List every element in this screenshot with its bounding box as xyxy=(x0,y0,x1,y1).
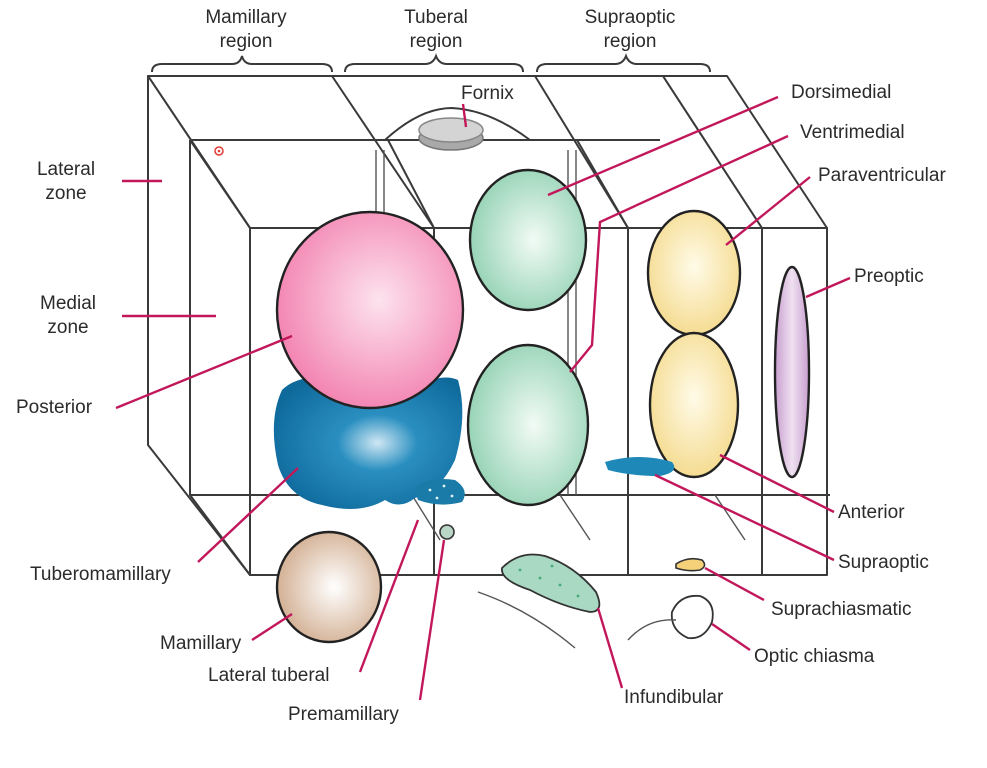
lateral-tuberal-label: Lateral tuberal xyxy=(208,665,330,686)
supraoptic-region-text: Supraoptic region xyxy=(584,7,676,52)
lateral-zone-label: Lateral zone xyxy=(37,158,95,206)
tuberal-bracket xyxy=(344,53,524,73)
hypothalamus-block xyxy=(147,75,830,576)
mamillary-region-text: Mamillary region xyxy=(205,7,287,52)
anterior-label: Anterior xyxy=(838,502,905,523)
anterior-nucleus xyxy=(648,331,740,479)
medial-zone-text: Medial zone xyxy=(40,293,96,338)
dorsimedial-label: Dorsimedial xyxy=(791,82,892,103)
posterior-leader xyxy=(115,334,293,410)
supraoptic-leader xyxy=(654,473,835,562)
dot xyxy=(518,568,522,572)
infundibular-label: Infundibular xyxy=(624,687,724,708)
floor-diag-lines xyxy=(411,494,746,541)
fornix-top xyxy=(418,117,484,143)
supraoptic-label: Supraoptic xyxy=(838,552,929,573)
supraoptic-nucleus xyxy=(605,457,675,476)
supraoptic-bracket xyxy=(536,53,711,73)
ventrimedial-leader xyxy=(569,134,789,373)
suprachiasmatic-nucleus xyxy=(675,557,706,572)
mamillary-body xyxy=(275,530,383,644)
premamillary-leader xyxy=(418,539,446,701)
dot xyxy=(576,594,580,598)
tuberomamillary-leader xyxy=(197,467,299,563)
posterior-nucleus xyxy=(275,210,465,410)
dot xyxy=(538,576,542,580)
posterior-label: Posterior xyxy=(16,397,93,418)
dot xyxy=(558,583,562,587)
marker-dot xyxy=(214,146,224,156)
lateral-tuberal-leader xyxy=(358,519,420,673)
ventrimedial-nucleus xyxy=(466,343,590,507)
leader-lines xyxy=(115,95,851,701)
dorsimedial-leader xyxy=(547,95,779,197)
dot xyxy=(428,488,432,492)
inner-diag-2 xyxy=(387,139,435,229)
supraoptic-region-label: Supraoptic region xyxy=(585,6,676,54)
top-face xyxy=(147,75,763,229)
optic-chiasma-leader xyxy=(711,623,751,651)
dorsimedial-nucleus xyxy=(468,168,588,312)
mamillary-bracket xyxy=(151,55,333,73)
tuberal-region-label: Tuberal region xyxy=(404,6,468,54)
tuberal-region-text: Tuberal region xyxy=(404,7,468,52)
preoptic-leader xyxy=(805,276,851,299)
lateral-tuberal-nucleus xyxy=(414,479,465,505)
suprachiasmatic-label: Suprachiasmatic xyxy=(771,599,912,620)
paraventricular-label: Paraventricular xyxy=(818,165,946,186)
mamillary-region-label: Mamillary region xyxy=(205,6,286,54)
paraventricular-leader xyxy=(725,176,811,246)
lateral-zone-text: Lateral zone xyxy=(36,159,96,204)
preoptic-nucleus xyxy=(773,265,811,479)
mamillary-label: Mamillary xyxy=(160,633,242,654)
right-top-face xyxy=(662,75,828,229)
optic-chiasma-label: Optic chiasma xyxy=(754,646,875,667)
dot xyxy=(442,484,446,488)
tuberomamillary-nucleus xyxy=(273,376,463,509)
dot xyxy=(450,494,454,498)
mamillary-leader xyxy=(251,612,293,642)
dot xyxy=(435,496,439,500)
top-partition-1 xyxy=(331,75,435,229)
nuclei xyxy=(214,146,811,649)
inner-diag xyxy=(189,139,251,229)
medial-zone-label: Medial zone xyxy=(40,292,96,340)
tuberomamillary-label: Tuberomamillary xyxy=(30,564,171,585)
preoptic-label: Preoptic xyxy=(854,266,924,287)
anterior-leader xyxy=(719,453,835,514)
optic-nerve-line xyxy=(627,619,677,641)
premamillary-label: Premamillary xyxy=(288,704,399,725)
fornix-leader xyxy=(461,103,468,128)
premamillary-nucleus xyxy=(439,524,455,540)
fornix-bulge xyxy=(384,106,531,141)
infundibular-leader xyxy=(596,607,624,689)
marker-center xyxy=(217,149,221,153)
fornix xyxy=(384,106,531,151)
fornix-label: Fornix xyxy=(461,83,514,104)
paraventricular-nucleus xyxy=(646,209,742,337)
infundibular-stalk-line xyxy=(477,591,576,649)
optic-chiasma xyxy=(670,594,714,640)
infundibular-nucleus xyxy=(501,553,601,613)
region-brackets xyxy=(151,53,711,73)
dot xyxy=(550,564,554,568)
ventrimedial-label: Ventrimedial xyxy=(800,122,905,143)
suprachiasmatic-leader xyxy=(704,566,765,602)
